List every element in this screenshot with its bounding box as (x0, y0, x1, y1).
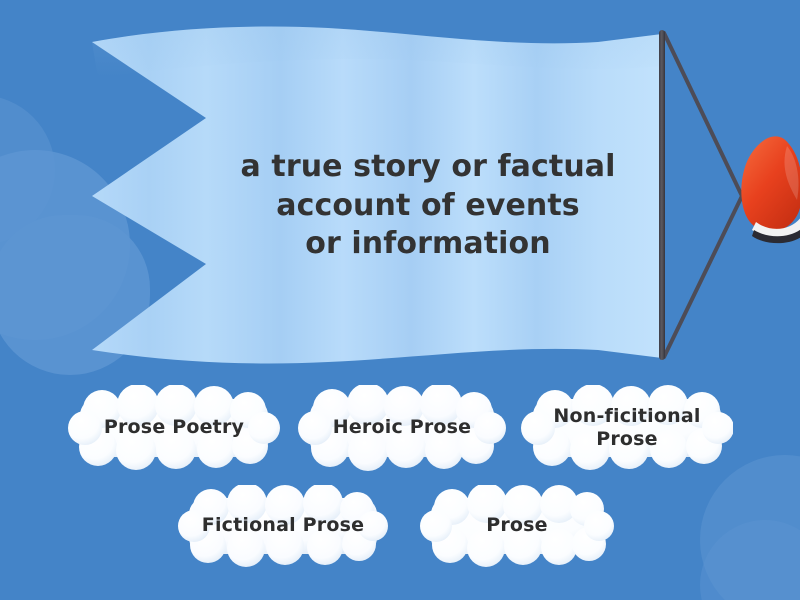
background-cloud-shape (700, 520, 800, 600)
answer-option-label: Non-ficitional Prose (553, 404, 701, 450)
answer-option-prose-poetry[interactable]: Prose Poetry (68, 385, 280, 471)
answer-option-non-ficitional-prose[interactable]: Non-ficitional Prose (521, 385, 733, 471)
answer-option-heroic-prose[interactable]: Heroic Prose (298, 385, 506, 471)
answer-option-label: Prose (486, 514, 548, 537)
question-text: a true story or factual account of event… (240, 149, 616, 262)
answer-option-label: Heroic Prose (332, 416, 472, 439)
answer-option-prose[interactable]: Prose (419, 485, 615, 567)
answer-option-label: Prose Poetry (103, 416, 245, 439)
answer-option-fictional-prose[interactable]: Fictional Prose (177, 485, 389, 567)
background-cloud-shape (700, 455, 800, 600)
rigging-lines-icon (662, 31, 744, 359)
background-cloud-shape (0, 95, 55, 245)
question-banner: a true story or factual account of event… (78, 20, 670, 370)
answer-option-label: Fictional Prose (201, 514, 365, 537)
red-kite-icon (741, 136, 800, 244)
